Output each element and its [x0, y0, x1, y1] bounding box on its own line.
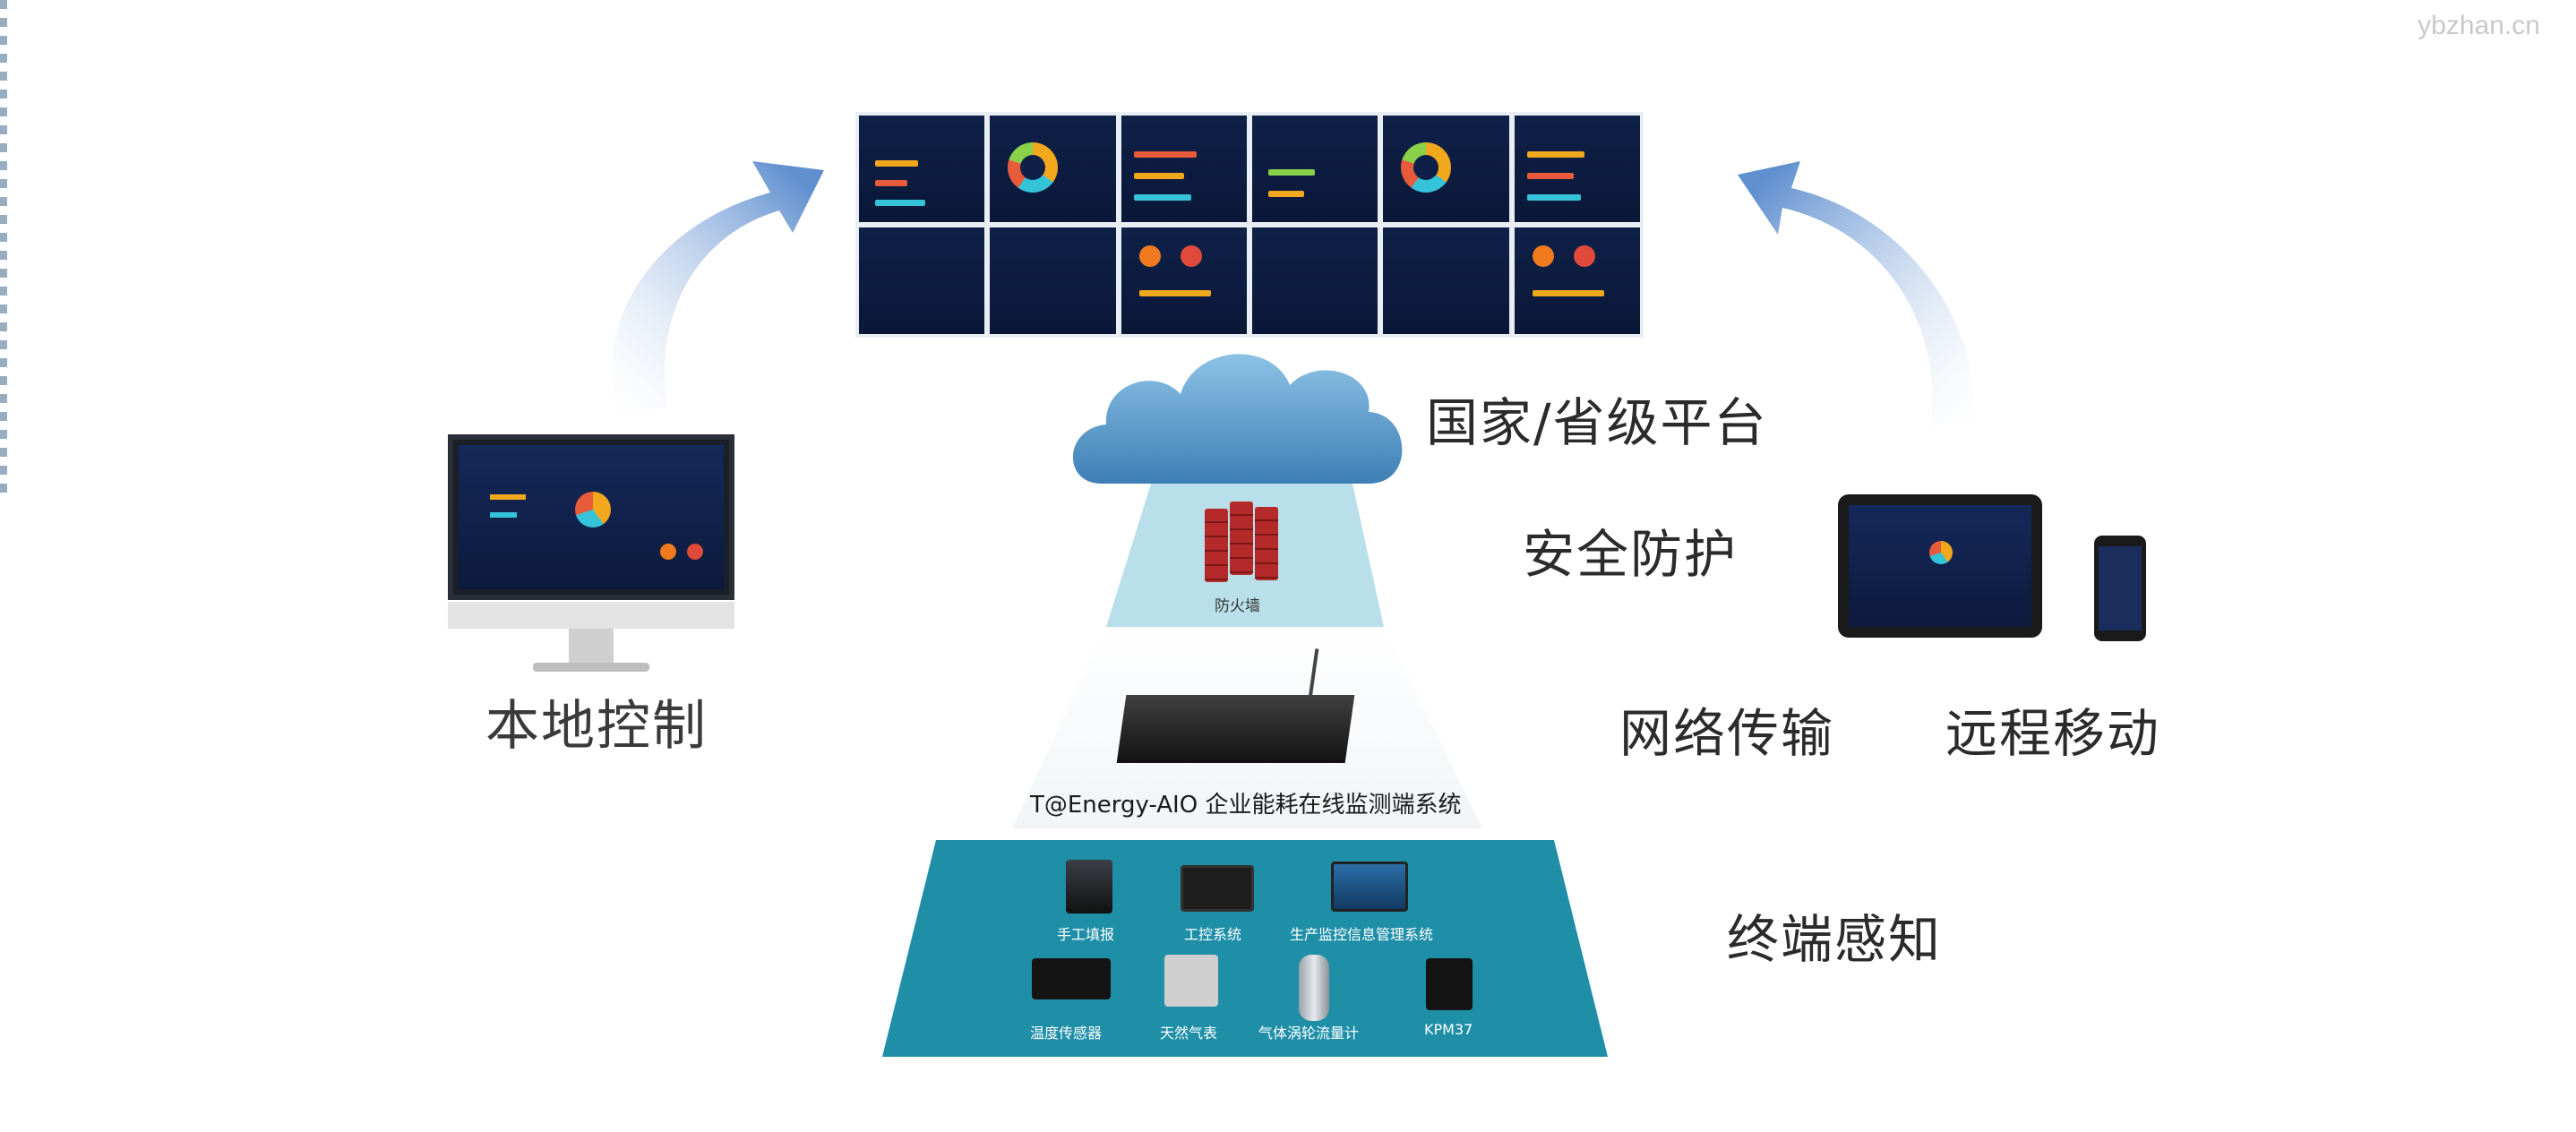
firewall-icon	[1205, 509, 1228, 582]
dashboard-panel	[859, 116, 985, 222]
desktop-monitor-icon	[448, 434, 734, 600]
device-label: 温度传感器	[1030, 1025, 1103, 1042]
server-rack-icon	[1066, 860, 1112, 913]
device-label: 生产监控信息管理系统	[1290, 926, 1434, 943]
system-label: T@Energy-AIO 企业能耗在线监测端系统	[1030, 792, 1462, 819]
dashboard-panel	[1514, 227, 1640, 334]
video-wall-dashboard	[855, 112, 1644, 338]
industrial-display-icon	[1181, 865, 1254, 912]
cloud-icon	[1072, 354, 1403, 484]
workstation-icon	[1331, 862, 1408, 912]
dashboard-panel	[1383, 227, 1509, 334]
watermark: ybzhan.cn	[2417, 11, 2540, 40]
dashboard-panel	[1121, 116, 1247, 222]
dashboard-panel	[990, 116, 1116, 222]
monitor-chin	[448, 602, 734, 629]
dashboard-panel	[1121, 227, 1247, 334]
monitor-neck	[569, 629, 614, 666]
temperature-sensor-icon	[1032, 958, 1111, 999]
dashboard-panel	[1383, 116, 1509, 222]
power-meter-icon	[1426, 958, 1473, 1010]
label-remote-mobile: 远程移动	[1945, 703, 2161, 764]
page-binding-edge	[0, 0, 7, 502]
label-security: 安全防护	[1523, 524, 1739, 585]
firewall-label: 防火墙	[1215, 597, 1260, 615]
gateway-server-icon	[1116, 695, 1355, 763]
device-label: 工控系统	[1184, 926, 1242, 943]
arrow-remote-to-platform	[1738, 161, 1976, 425]
phone-icon	[2094, 536, 2146, 641]
label-national-platform: 国家/省级平台	[1426, 392, 1768, 453]
device-label: 手工填报	[1057, 926, 1115, 943]
monitor-foot	[533, 663, 649, 672]
device-label: 气体涡轮流量计	[1258, 1025, 1360, 1042]
dashboard-panel	[1251, 227, 1378, 334]
dashboard-panel	[1514, 116, 1640, 222]
dashboard-panel	[1251, 116, 1378, 222]
dashboard-panel	[859, 227, 985, 334]
gas-meter-icon	[1164, 955, 1218, 1007]
tablet-icon	[1838, 494, 2042, 638]
arrow-local-to-platform	[612, 161, 824, 412]
device-label: KPM37	[1424, 1021, 1473, 1038]
device-label: 天然气表	[1160, 1025, 1218, 1042]
label-terminal: 终端感知	[1727, 909, 1943, 970]
label-local-control: 本地控制	[485, 695, 708, 758]
turbine-flowmeter-icon	[1299, 955, 1329, 1021]
label-network: 网络传输	[1619, 703, 1835, 764]
firewall-icon	[1230, 502, 1253, 575]
dashboard-panel	[990, 227, 1116, 334]
firewall-icon	[1255, 507, 1278, 580]
